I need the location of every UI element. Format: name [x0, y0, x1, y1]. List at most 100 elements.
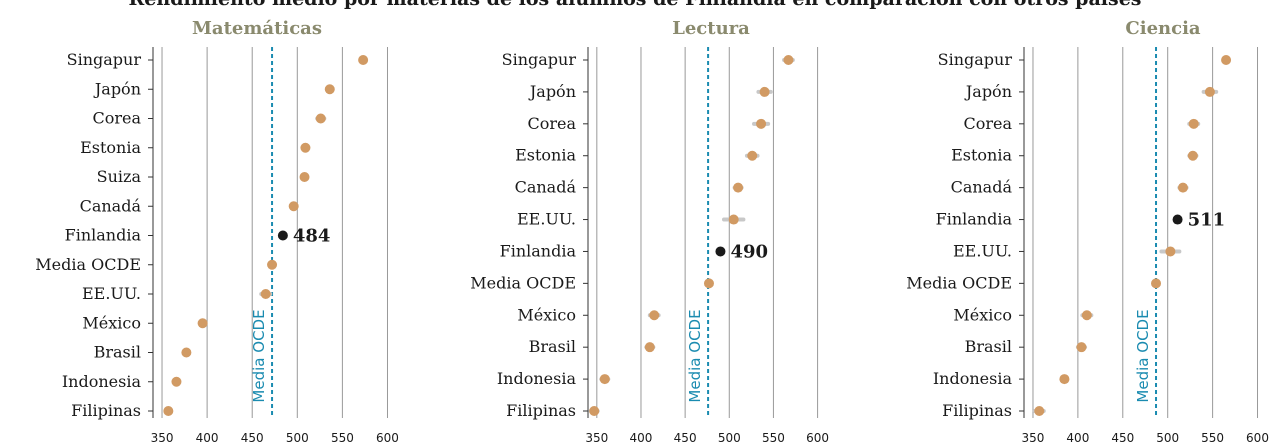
data-point: [171, 376, 182, 387]
category-label: México: [82, 313, 141, 332]
x-tick-label: 500: [1156, 431, 1179, 445]
category-label: Suiza: [97, 167, 142, 186]
category-label: México: [953, 305, 1012, 324]
category-label: Corea: [527, 114, 576, 133]
data-point: [315, 113, 326, 124]
x-tick-label: 600: [376, 431, 399, 445]
category-label: Corea: [92, 109, 141, 128]
category-label: Indonesia: [933, 369, 1013, 388]
oecd-reference-label: Media OCDE: [686, 309, 704, 402]
category-label: Indonesia: [497, 369, 577, 388]
data-point: [589, 406, 600, 416]
panel-title: Matemáticas: [192, 18, 322, 39]
category-label: Brasil: [529, 337, 576, 356]
data-point: [260, 289, 271, 299]
data-point: [599, 374, 610, 385]
category-label: Media OCDE: [906, 273, 1012, 292]
x-tick-label: 500: [286, 431, 309, 445]
category-label: EE.UU.: [953, 241, 1012, 260]
data-point: [181, 347, 192, 358]
panel-2: Ciencia 350 400 450 500 550 600 SingapurJapónCo…: [906, 18, 1269, 445]
data-point: [1165, 246, 1176, 257]
category-label: Japón: [93, 79, 141, 98]
data-point: [1221, 55, 1232, 65]
category-label: Singapur: [938, 50, 1013, 69]
x-tick-label: 550: [1201, 431, 1224, 445]
data-point: [324, 84, 335, 95]
data-point: [644, 342, 655, 353]
data-point: [267, 259, 278, 270]
x-tick-label: 500: [718, 431, 741, 445]
category-label: Canadá: [951, 178, 1013, 197]
category-label: Estonia: [951, 146, 1012, 165]
data-point: [358, 55, 369, 65]
highlight-point: [277, 230, 288, 241]
data-point: [288, 201, 299, 212]
category-label: Filipinas: [71, 401, 141, 420]
x-tick-label: 350: [585, 431, 608, 445]
category-label: Brasil: [94, 343, 141, 362]
data-point: [1059, 374, 1070, 385]
category-label: Canadá: [80, 196, 142, 215]
category-label: Brasil: [965, 337, 1012, 356]
category-label: Corea: [963, 114, 1012, 133]
x-tick-label: 400: [1066, 431, 1089, 445]
category-label: Estonia: [80, 138, 141, 157]
data-point: [1151, 278, 1162, 289]
highlight-value-label: 490: [730, 241, 768, 262]
panel-1: Lectura 350 400 450 500 550 600 SingapurJapónCo…: [470, 18, 829, 445]
data-point: [1177, 182, 1188, 193]
data-point: [1188, 118, 1199, 129]
category-label: Filipinas: [942, 401, 1012, 420]
category-label: EE.UU.: [82, 284, 141, 303]
category-label: Canadá: [515, 178, 577, 197]
data-point: [1204, 86, 1215, 97]
oecd-reference-label: Media OCDE: [250, 309, 268, 402]
x-tick-label: 600: [806, 431, 829, 445]
category-label: Indonesia: [62, 372, 142, 391]
data-point: [783, 55, 794, 65]
panel-title: Ciencia: [1125, 18, 1201, 39]
category-label: Media OCDE: [470, 273, 576, 292]
x-tick-label: 600: [1246, 431, 1269, 445]
data-point: [756, 118, 767, 129]
data-point: [733, 182, 744, 193]
x-tick-label: 400: [196, 431, 219, 445]
chart-title: Rendimiento medio por materias de los al…: [0, 0, 1270, 10]
highlight-point: [715, 246, 726, 257]
category-label: Estonia: [515, 146, 576, 165]
highlight-point: [1172, 214, 1183, 225]
data-point: [759, 86, 770, 97]
x-tick-label: 400: [630, 431, 653, 445]
panel-title: Lectura: [672, 18, 750, 39]
category-label: Finlandia: [65, 226, 142, 245]
category-label: Media OCDE: [35, 255, 141, 274]
category-label: Filipinas: [506, 401, 576, 420]
data-point: [1187, 150, 1198, 161]
category-label: Finlandia: [936, 210, 1013, 229]
data-point: [1076, 342, 1087, 353]
x-tick-label: 450: [241, 431, 264, 445]
data-point: [1034, 406, 1045, 416]
category-label: Finlandia: [500, 241, 577, 260]
x-tick-label: 350: [1022, 431, 1045, 445]
category-label: Japón: [964, 82, 1012, 101]
x-tick-label: 550: [762, 431, 785, 445]
x-tick-label: 450: [1111, 431, 1134, 445]
data-point: [197, 318, 208, 329]
oecd-reference-label: Media OCDE: [1134, 309, 1152, 402]
highlight-value-label: 484: [293, 226, 331, 247]
x-tick-label: 450: [674, 431, 697, 445]
data-point: [703, 278, 714, 289]
x-tick-label: 350: [151, 431, 174, 445]
data-point: [649, 310, 660, 321]
data-point: [728, 214, 739, 225]
data-point: [300, 142, 311, 153]
highlight-value-label: 511: [1188, 210, 1226, 231]
category-label: Japón: [528, 82, 576, 101]
category-label: México: [517, 305, 576, 324]
category-label: Singapur: [67, 50, 142, 69]
category-label: Singapur: [502, 50, 577, 69]
